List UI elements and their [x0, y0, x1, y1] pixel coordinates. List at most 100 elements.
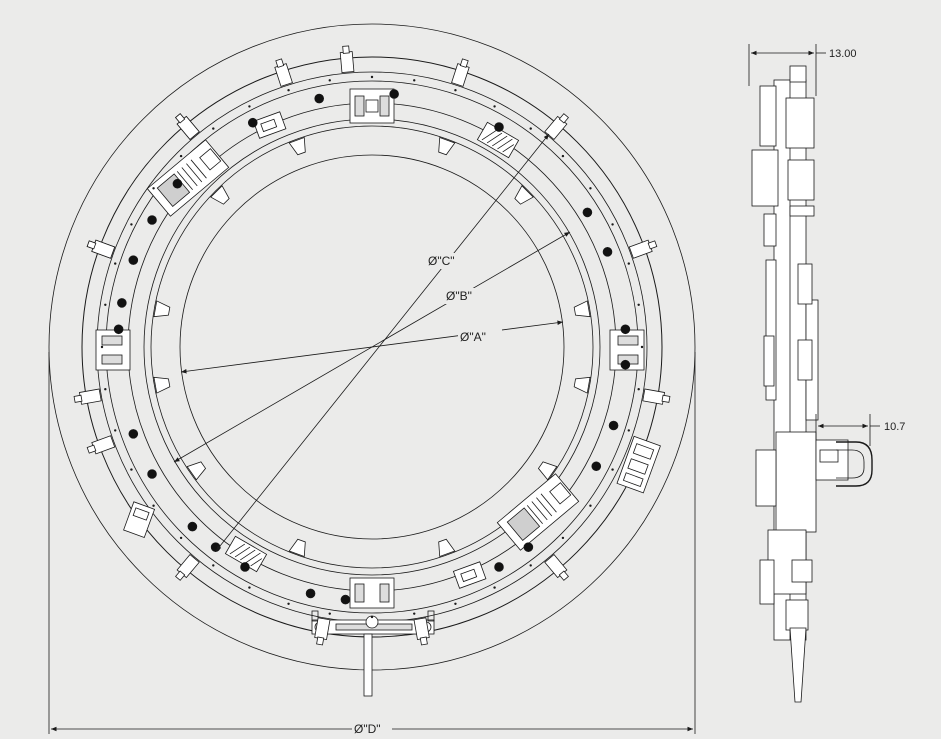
frame-hole: [413, 79, 416, 82]
frame-bolt: [128, 429, 139, 439]
frame-bolt: [314, 93, 324, 104]
frame-bolt: [494, 562, 504, 572]
frame-bolt: [128, 255, 139, 265]
clamp-jaw: [514, 185, 534, 205]
frame-hole: [248, 105, 251, 108]
clamp-jaw: [288, 538, 306, 558]
clamp-jaw: [153, 300, 171, 318]
frame-hole: [287, 89, 290, 92]
clamp-jaw: [438, 136, 456, 156]
frame-hole: [100, 345, 104, 349]
frame-hole: [179, 536, 183, 540]
frame-hole: [370, 75, 374, 79]
frame-hole: [114, 262, 117, 265]
frame-hole: [179, 154, 183, 158]
clamp-bolt: [642, 388, 671, 405]
frame-bolt: [620, 324, 631, 335]
frame-bolt: [240, 562, 250, 572]
clamp-bolt: [175, 113, 200, 140]
frame-hole: [152, 504, 155, 507]
side-dimensions: [748, 44, 880, 446]
clamp-bolt: [86, 239, 116, 259]
bracket-lower-right: [452, 561, 487, 589]
clamp-bolt: [274, 58, 293, 87]
frame-hole: [589, 504, 592, 507]
frame-hole: [640, 345, 644, 349]
clamp-bolt: [544, 113, 569, 140]
label-dia-a: Ø"A": [460, 330, 486, 344]
frame-bolt: [620, 359, 631, 370]
clamp-jaw: [153, 376, 171, 394]
clamp-bolt: [314, 617, 331, 646]
label-width-side: 13.00: [829, 48, 857, 60]
frame-hole: [529, 127, 532, 130]
side-lever: [789, 627, 807, 703]
frame-hole: [328, 612, 331, 615]
frame-bolt: [340, 594, 351, 605]
frame-bolt: [187, 521, 198, 532]
clamp-bolt: [628, 239, 658, 259]
frame-hole: [248, 586, 251, 589]
frame-hole: [589, 187, 592, 190]
clamp-bolt: [451, 58, 470, 87]
frame-bolt: [172, 178, 183, 189]
side-view: [751, 65, 873, 703]
clamp-bolt: [73, 388, 102, 405]
clamp-jaw: [288, 136, 306, 156]
frame-hole: [454, 602, 457, 605]
frame-bolt: [494, 122, 504, 132]
frame-hole: [561, 154, 565, 158]
clamp-jaw: [573, 376, 591, 394]
label-dia-d: Ø"D": [354, 722, 381, 736]
gearbox-left: [123, 501, 156, 539]
frame-bolt: [602, 247, 613, 257]
slide-bottom: [349, 577, 395, 609]
leader-dia-c: [215, 133, 550, 552]
frame-hole: [627, 429, 630, 432]
clamp-jaw: [210, 185, 230, 205]
clamp-jaw: [573, 300, 591, 318]
frame-bolt: [305, 588, 316, 599]
bracket-upper-left: [252, 111, 287, 139]
radial-parts: [73, 45, 671, 646]
bore-ring-inner: [150, 125, 594, 569]
frame-hole: [454, 89, 457, 92]
frame-hole: [104, 303, 107, 306]
frame-hole: [493, 586, 496, 589]
frame-bolt: [113, 324, 124, 335]
label-dia-b: Ø"B": [446, 289, 472, 303]
frame-hole: [561, 536, 565, 540]
frame-hole: [529, 564, 532, 567]
slide-left: [95, 329, 131, 371]
front-view: [48, 23, 696, 697]
frame-hole: [627, 262, 630, 265]
slide-top: [349, 88, 395, 124]
frame-hole: [130, 223, 133, 226]
label-dia-c: Ø"C": [428, 254, 455, 268]
frame-hole: [611, 468, 614, 471]
frame-bolt: [591, 461, 602, 472]
frame-hole: [328, 79, 331, 82]
frame-hole: [130, 468, 133, 471]
clamp-bolt: [413, 617, 430, 646]
clamp-bolt: [86, 435, 116, 455]
clamp-jaw: [186, 461, 207, 481]
frame-bolt: [247, 117, 258, 128]
frame-hole: [152, 187, 155, 190]
label-offset-side: 10.7: [884, 421, 905, 433]
side-u-handle: [836, 441, 873, 487]
frame-bolt: [147, 215, 157, 225]
leader-dia-b: [173, 231, 571, 463]
frame-hole: [370, 615, 374, 619]
frame-hole: [637, 388, 640, 391]
frame-hole: [611, 223, 614, 226]
clamp-bolt: [544, 554, 569, 581]
gearbox-right: [616, 435, 661, 494]
frame-hole: [212, 564, 215, 567]
frame-bolt: [117, 298, 127, 308]
clamp-bolt: [175, 554, 200, 581]
frame-hole: [104, 388, 107, 391]
frame-bolt: [523, 542, 534, 552]
drive-motor-lower-right: [496, 473, 580, 551]
